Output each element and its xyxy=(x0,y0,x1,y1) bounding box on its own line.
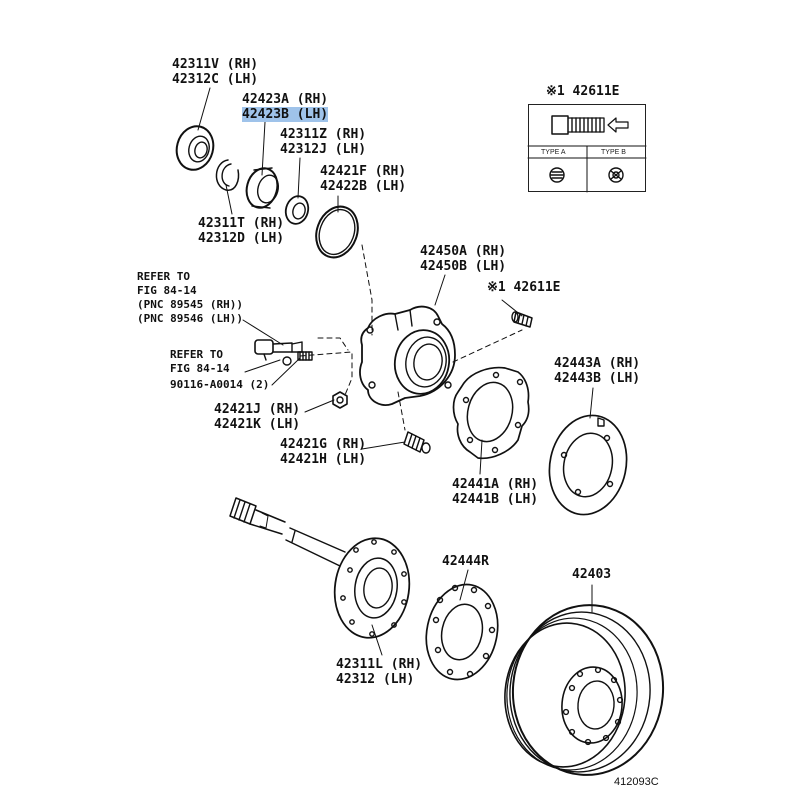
callout-42611e: ※1 42611E xyxy=(487,280,561,295)
brake-drum xyxy=(504,604,665,776)
callout-42311z: 42311Z (RH)42312J (LH) xyxy=(280,127,367,157)
callout-42403: 42403 xyxy=(572,567,612,582)
callout-42443a: 42443A (RH)42443B (LH) xyxy=(554,356,641,386)
hub-nut xyxy=(332,391,348,409)
sensor-bolt xyxy=(282,351,313,366)
callout-42421f: 42421F (RH)42422B (LH) xyxy=(320,164,407,194)
inset-box xyxy=(528,104,646,192)
outer-oil-seal xyxy=(175,125,215,171)
callout-42421j: 42421J (RH)42421K (LH) xyxy=(214,402,301,432)
leader-lines xyxy=(197,87,594,656)
callout-42423a: 42423A (RH)42423B (LH) xyxy=(242,92,329,122)
figure-code: 412093C xyxy=(614,776,659,788)
callout-42450a: 42450A (RH)42450B (LH) xyxy=(420,244,507,274)
gasket xyxy=(452,366,530,460)
highlighted-part-number: 42423B (LH) xyxy=(242,107,329,122)
inset-hub-bolt-drawing xyxy=(527,115,647,193)
snap-ring xyxy=(215,159,240,191)
callout-42444r: 42444R xyxy=(442,554,489,569)
callout-42311v: 42311V (RH)42312C (LH) xyxy=(172,57,259,87)
callout-42311l: 42311L (RH)42312 (LH) xyxy=(336,657,423,687)
callout-42311t: 42311T (RH)42312D (LH) xyxy=(198,216,285,246)
hub-bolt xyxy=(511,311,533,328)
inset-type-b-label: TYPE B xyxy=(601,149,626,156)
callout-42421g: 42421G (RH)42421H (LH) xyxy=(280,437,367,467)
o-ring xyxy=(315,205,359,259)
inner-oil-seal xyxy=(284,195,310,225)
speed-sensor xyxy=(254,339,303,361)
bearing xyxy=(245,167,280,209)
backing-plate xyxy=(548,414,628,516)
callout-90116: 90116-A0014 (2) xyxy=(170,378,270,391)
callout-42441a: 42441A (RH)42441B (LH) xyxy=(452,477,539,507)
inset-part-label: ※1 42611E xyxy=(546,84,620,99)
assembly-dashed-lines xyxy=(299,244,523,431)
spacer-plate xyxy=(425,583,499,681)
axle-shaft xyxy=(229,497,411,639)
inset-type-a-label: TYPE A xyxy=(541,149,566,156)
axle-bearing-retainer xyxy=(359,305,456,406)
stud-bolt xyxy=(403,431,431,454)
